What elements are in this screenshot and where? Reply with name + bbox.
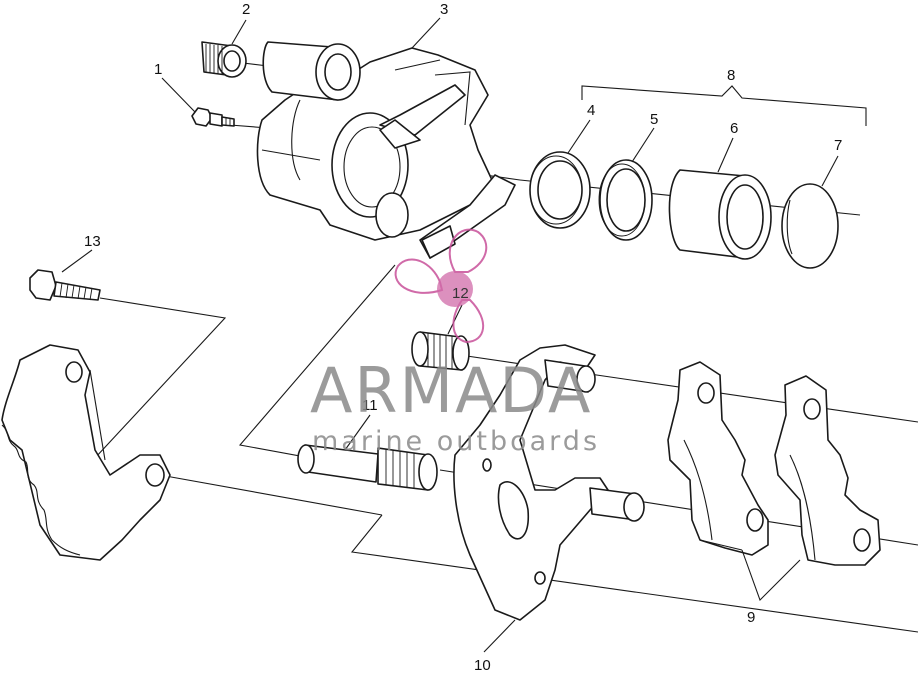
callout-4: 4 [587,102,595,119]
callout-6: 6 [730,120,738,137]
callout-1: 1 [154,61,162,78]
dust-seal-part-5 [598,159,653,241]
cap-part-7 [781,183,839,269]
seal-part-4 [529,151,591,229]
support-bracket-part-10 [453,344,645,621]
callout-9: 9 [747,609,755,626]
slide-pin-part-12 [411,331,470,371]
callout-3: 3 [440,1,448,18]
propeller-logo-icon [394,228,488,344]
plug-part-2 [201,41,247,78]
brake-pads-part-9 [667,361,881,566]
watermark-title: ARMADA [310,354,592,427]
bleeder-valve-part-1 [191,107,235,127]
leader-lines [61,17,839,653]
callout-5: 5 [650,111,658,128]
armada-watermark: 12 ARMADA marine outboards [310,228,600,457]
callout-13: 13 [84,233,101,250]
piston-part-6 [668,169,772,260]
callout-11: 11 [362,397,378,414]
group-bracket-part-8 [581,85,867,126]
callout-labels: 1 2 3 4 5 6 7 8 9 10 11 13 [84,1,842,674]
callout-10: 10 [474,657,491,674]
callout-2: 2 [242,1,250,18]
mounting-bracket [1,344,171,561]
caliper-body-part-3 [256,41,516,259]
logo-hub [437,271,473,307]
watermark-subtitle: marine outboards [312,426,600,457]
callout-12: 12 [452,285,469,302]
slide-pin-part-11 [297,444,438,491]
callout-7: 7 [834,137,842,154]
callout-8: 8 [727,67,735,84]
bolt-part-13 [29,269,101,301]
